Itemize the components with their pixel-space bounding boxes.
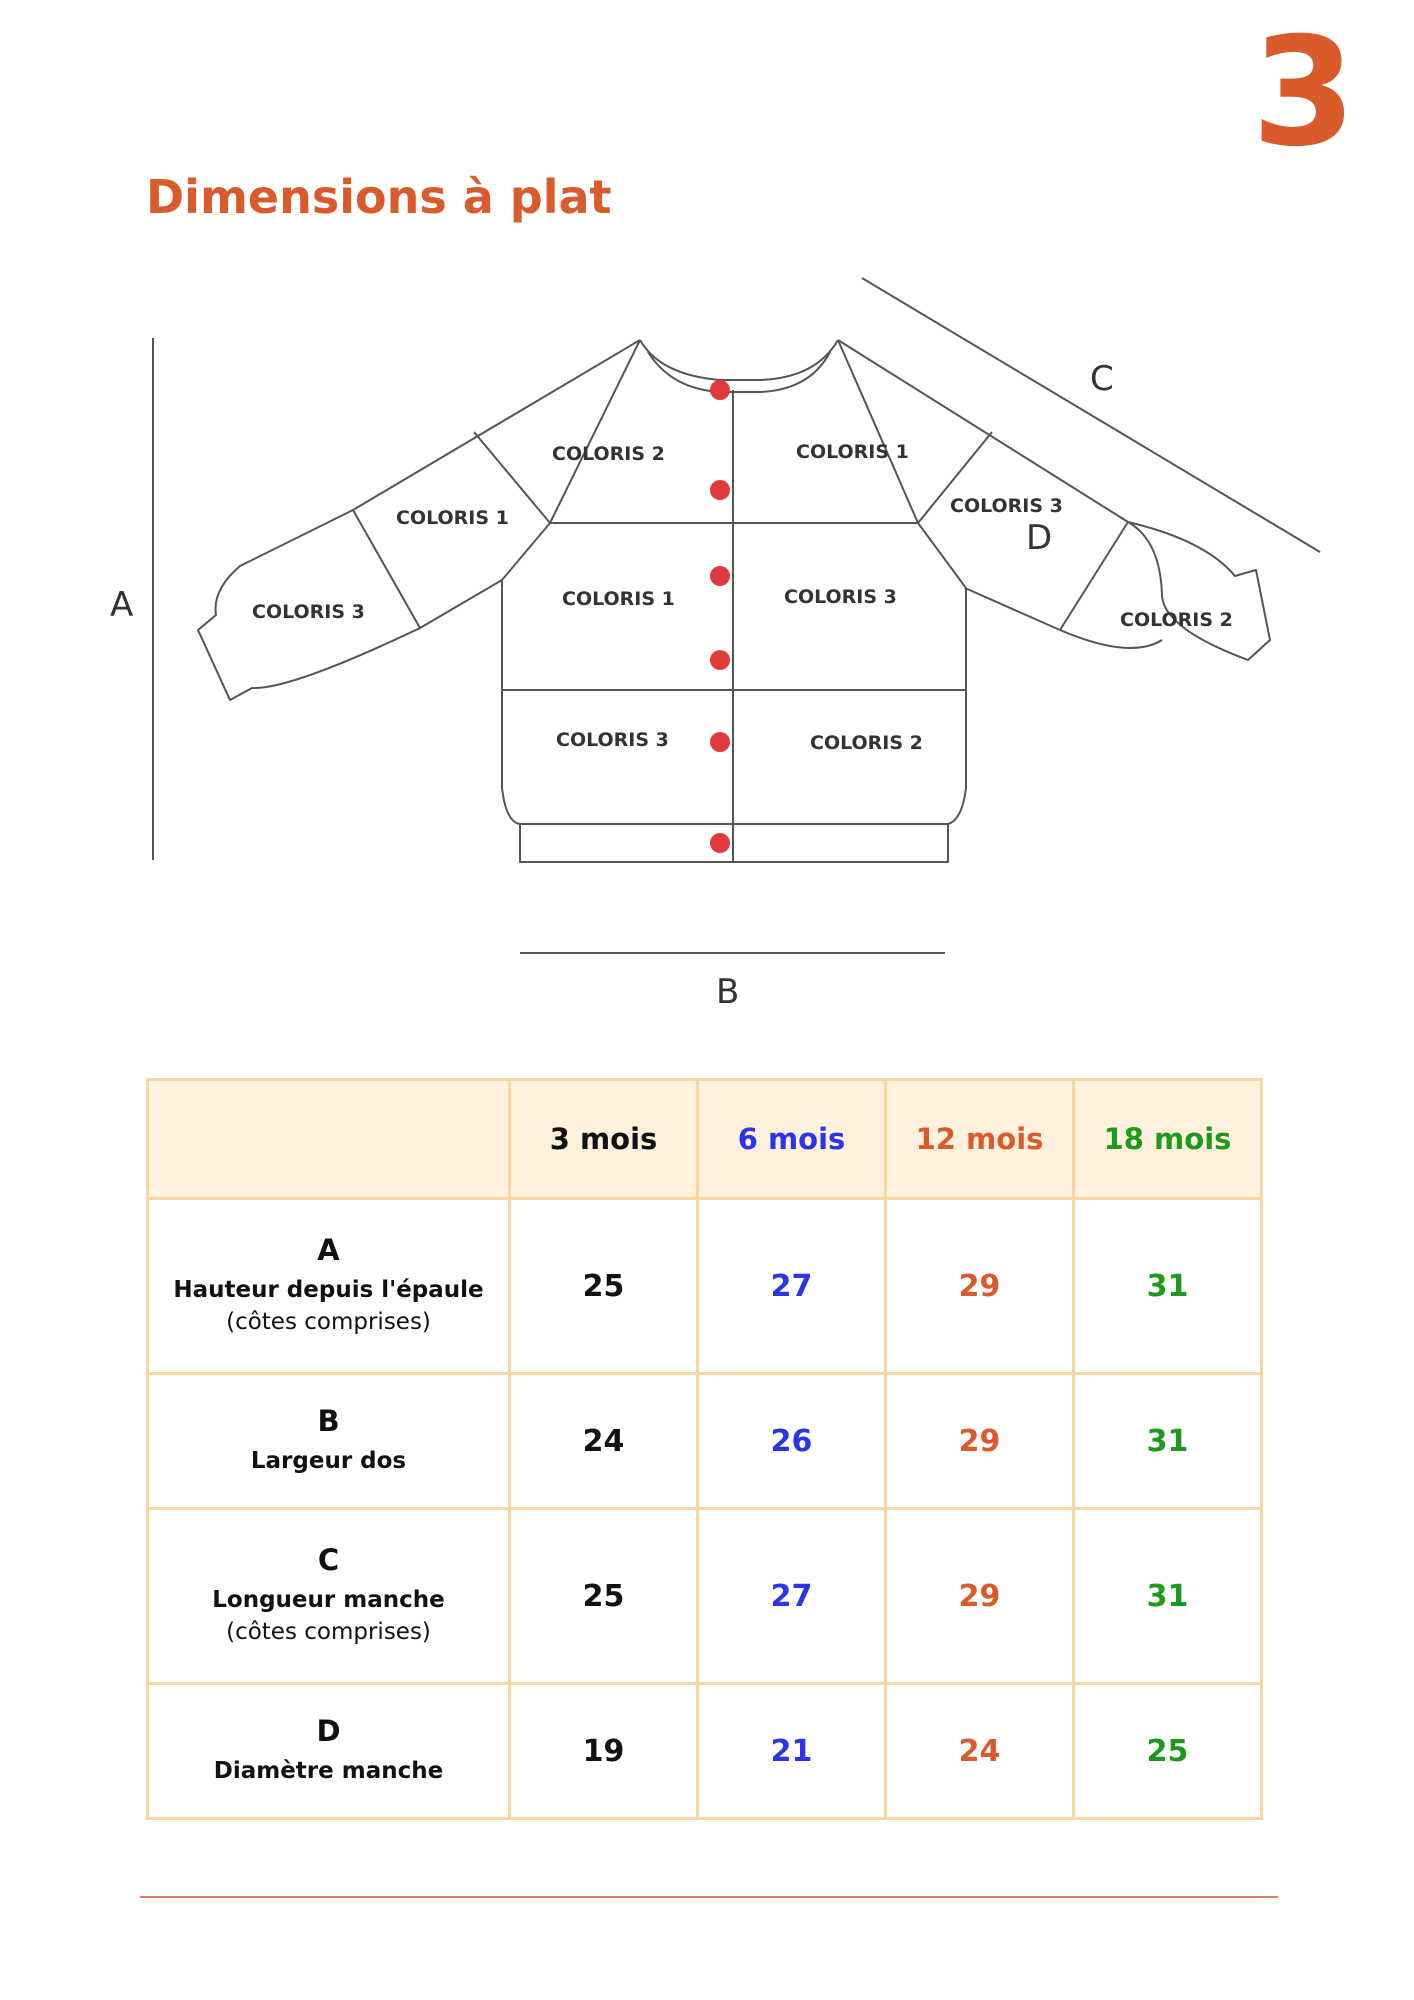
zone-label-right-body-low: COLORIS 2	[810, 732, 923, 754]
value-cell: 26	[696, 1372, 887, 1510]
button-6	[710, 833, 730, 853]
right-sleeve-outline	[837, 339, 1271, 661]
button-4	[710, 650, 730, 670]
value-cell: 19	[508, 1682, 699, 1820]
value-cell: 25	[1072, 1682, 1263, 1820]
value-cell: 21	[696, 1682, 887, 1820]
zone-label-right-body-mid: COLORIS 3	[784, 586, 897, 608]
table-header-18-mois: 18 mois	[1072, 1078, 1263, 1200]
value-cell: 29	[884, 1197, 1075, 1375]
button-5	[710, 732, 730, 752]
table-header-empty	[146, 1078, 511, 1200]
button-3	[710, 566, 730, 586]
page-title: Dimensions à plat	[146, 170, 612, 224]
zone-label-right-upper-sleeve: COLORIS 3	[950, 495, 1063, 517]
measurement-letter: A	[317, 1233, 340, 1268]
zone-label-right-yoke: COLORIS 1	[796, 441, 909, 463]
table-header-6-mois: 6 mois	[696, 1078, 887, 1200]
value-cell: 24	[508, 1372, 699, 1510]
table-row: D Diamètre manche 19 21 24 25	[146, 1682, 1263, 1820]
measurement-note: (côtes comprises)	[226, 1309, 431, 1335]
zone-label-right-sleeve-cuff: COLORIS 2	[1120, 609, 1233, 631]
measurement-letter: C	[317, 1543, 340, 1578]
value-cell: 31	[1072, 1507, 1263, 1685]
zone-label-left-body-low: COLORIS 3	[556, 729, 669, 751]
size-table: 3 mois 6 mois 12 mois 18 mois A Hauteur …	[146, 1078, 1263, 1820]
measurement-cell: B Largeur dos	[146, 1372, 511, 1510]
dimension-line-c	[861, 277, 1321, 553]
button-2	[710, 480, 730, 500]
value-cell: 24	[884, 1682, 1075, 1820]
zone-label-left-sleeve-cuff: COLORIS 3	[252, 601, 365, 623]
zone-label-left-upper-sleeve: COLORIS 1	[396, 507, 509, 529]
zone-label-left-body-mid: COLORIS 1	[562, 588, 675, 610]
value-cell: 25	[508, 1197, 699, 1375]
left-sleeve-outline	[197, 339, 641, 701]
measurement-cell: D Diamètre manche	[146, 1682, 511, 1820]
measurement-label: Diamètre manche	[213, 1758, 444, 1785]
measurement-cell: C Longueur manche (côtes comprises)	[146, 1507, 511, 1685]
table-header-12-mois: 12 mois	[884, 1078, 1075, 1200]
table-row: C Longueur manche (côtes comprises) 25 2…	[146, 1507, 1263, 1685]
zone-label-left-yoke: COLORIS 2	[552, 443, 665, 465]
cardigan-diagram: COLORIS 3 COLORIS 1 COLORIS 2 COLORIS 1 …	[0, 250, 1414, 1010]
table-header-row: 3 mois 6 mois 12 mois 18 mois	[146, 1078, 1263, 1200]
measurement-label: Largeur dos	[250, 1448, 407, 1475]
value-cell: 31	[1072, 1372, 1263, 1510]
value-cell: 29	[884, 1507, 1075, 1685]
measurement-cell: A Hauteur depuis l'épaule (côtes compris…	[146, 1197, 511, 1375]
measurement-label: Longueur manche	[212, 1587, 445, 1614]
dimension-label-b: B	[716, 972, 739, 1010]
value-cell: 27	[696, 1507, 887, 1685]
value-cell: 29	[884, 1372, 1075, 1510]
page-number: 3	[1251, 6, 1356, 180]
footer-divider	[140, 1896, 1278, 1898]
measurement-letter: D	[316, 1714, 341, 1749]
neckline	[639, 339, 839, 381]
dimension-label-c: C	[1090, 359, 1114, 399]
value-cell: 31	[1072, 1197, 1263, 1375]
measurement-label: Hauteur depuis l'épaule	[173, 1277, 484, 1304]
table-row: B Largeur dos 24 26 29 31	[146, 1372, 1263, 1510]
dimension-label-d: D	[1026, 518, 1052, 558]
measurement-letter: B	[317, 1404, 340, 1439]
button-1	[710, 380, 730, 400]
value-cell: 27	[696, 1197, 887, 1375]
dimension-label-a: A	[110, 585, 133, 625]
measurement-note: (côtes comprises)	[226, 1619, 431, 1645]
table-row: A Hauteur depuis l'épaule (côtes compris…	[146, 1197, 1263, 1375]
value-cell: 25	[508, 1507, 699, 1685]
table-header-3-mois: 3 mois	[508, 1078, 699, 1200]
